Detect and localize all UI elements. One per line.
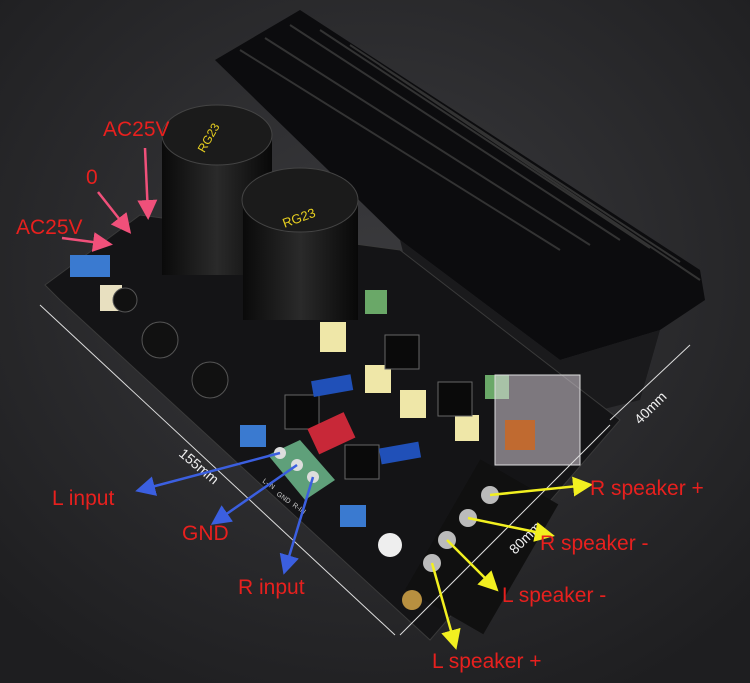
- filter-capacitor-right: RG23: [241, 167, 359, 320]
- arrow-gnd: [210, 463, 298, 525]
- label-r-speaker-minus: R speaker -: [540, 532, 649, 555]
- arrow-zero: [97, 191, 132, 234]
- label-r-speaker-plus: R speaker +: [590, 477, 704, 500]
- label-l-speaker-plus: L speaker +: [432, 650, 542, 673]
- arrow-r-speaker-plus: [489, 476, 593, 497]
- label-r-input: R input: [238, 576, 305, 599]
- label-l-input: L input: [52, 487, 114, 510]
- arrow-ac25v-left: [61, 232, 113, 252]
- arrow-l-input: [135, 451, 281, 496]
- label-ac25v-top: AC25V: [103, 118, 170, 141]
- arrow-r-speaker-minus: [467, 516, 555, 542]
- arrow-l-speaker-minus: [446, 539, 499, 592]
- arrow-l-speaker-plus: [430, 562, 461, 650]
- arrow-ac25v-top: [137, 147, 158, 220]
- label-l-speaker-minus: L speaker -: [502, 584, 606, 607]
- label-gnd: GND: [182, 522, 229, 545]
- label-ac25v-left: AC25V: [16, 216, 83, 239]
- arrow-r-input: [279, 476, 315, 575]
- heatsink: [215, 10, 705, 420]
- components: [70, 255, 581, 635]
- label-zero: 0: [86, 166, 98, 189]
